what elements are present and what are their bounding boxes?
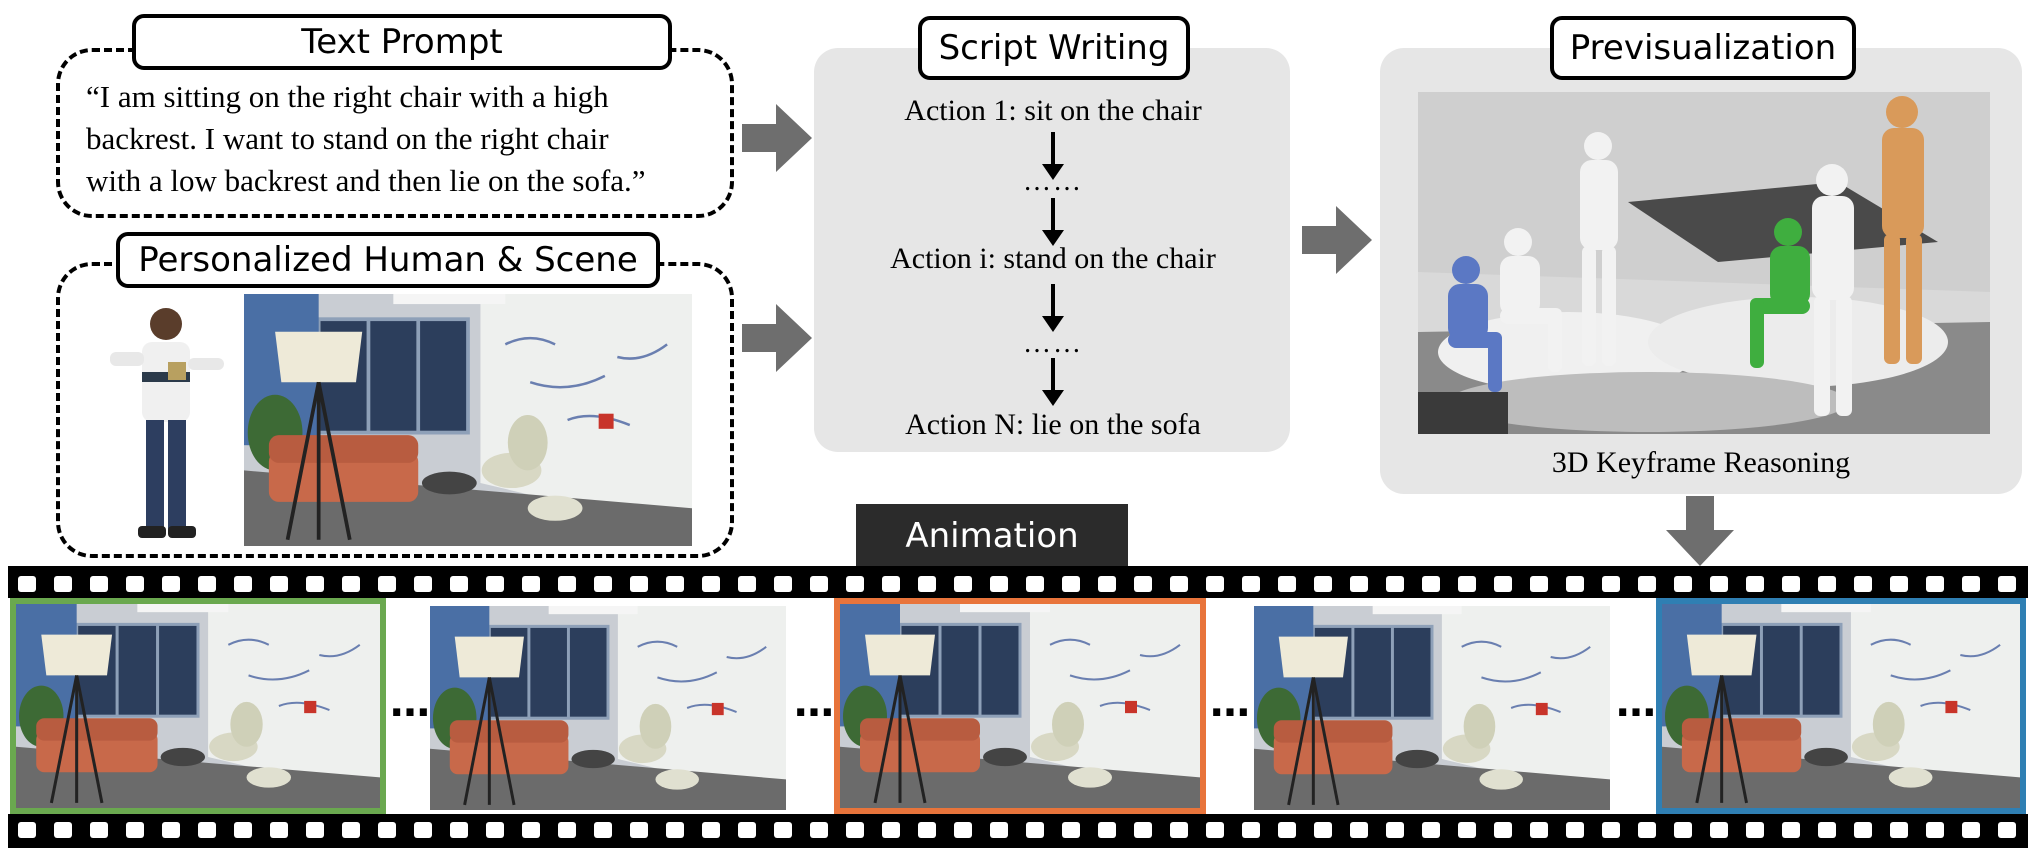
arrow-down-icon (1042, 358, 1064, 406)
script-writing-title: Script Writing (918, 16, 1190, 80)
action-1-label: Action 1: sit on the chair (904, 94, 1202, 127)
filmstrip-sprockets-top (8, 574, 2028, 594)
arrow-down-icon (1666, 496, 1734, 566)
ellipsis-1: …… (1023, 166, 1083, 197)
action-i-label: Action i: stand on the chair (890, 242, 1216, 275)
arrow-right-icon (742, 104, 812, 172)
frame-ellipsis: … (390, 680, 430, 726)
arrow-down-icon (1042, 198, 1064, 246)
frame-ellipsis: … (1616, 680, 1656, 726)
previsualization-caption: 3D Keyframe Reasoning (1551, 446, 1851, 479)
keyframe-render (1418, 92, 1990, 434)
filmstrip-sprockets-bottom (8, 820, 2028, 840)
text-prompt-line-1: “I am sitting on the right chair with a … (86, 79, 609, 114)
action-n-label: Action N: lie on the sofa (905, 408, 1201, 441)
personalized-title: Personalized Human & Scene (116, 232, 660, 288)
ellipsis-2: …… (1023, 328, 1083, 359)
animation-frame-1 (10, 598, 386, 814)
text-prompt-title: Text Prompt (132, 14, 672, 70)
animation-frame-5 (1656, 598, 2026, 814)
text-prompt-line-3: with a low backrest and then lie on the … (86, 163, 646, 198)
arrow-right-icon (1302, 206, 1372, 274)
animation-frame-2 (430, 606, 786, 810)
animation-frame-4 (1254, 606, 1610, 810)
scene-photo (244, 294, 692, 546)
arrow-down-icon (1042, 284, 1064, 332)
arrow-right-icon (742, 304, 812, 372)
animation-frame-3 (834, 598, 1206, 814)
text-prompt-line-2: backrest. I want to stand on the right c… (86, 121, 609, 156)
frame-ellipsis: … (794, 680, 834, 726)
human-photo (110, 308, 224, 538)
previsualization-title: Previsualization (1550, 16, 1856, 80)
animation-label: Animation (856, 504, 1128, 568)
arrow-down-icon (1042, 132, 1064, 180)
frame-ellipsis: … (1210, 680, 1250, 726)
